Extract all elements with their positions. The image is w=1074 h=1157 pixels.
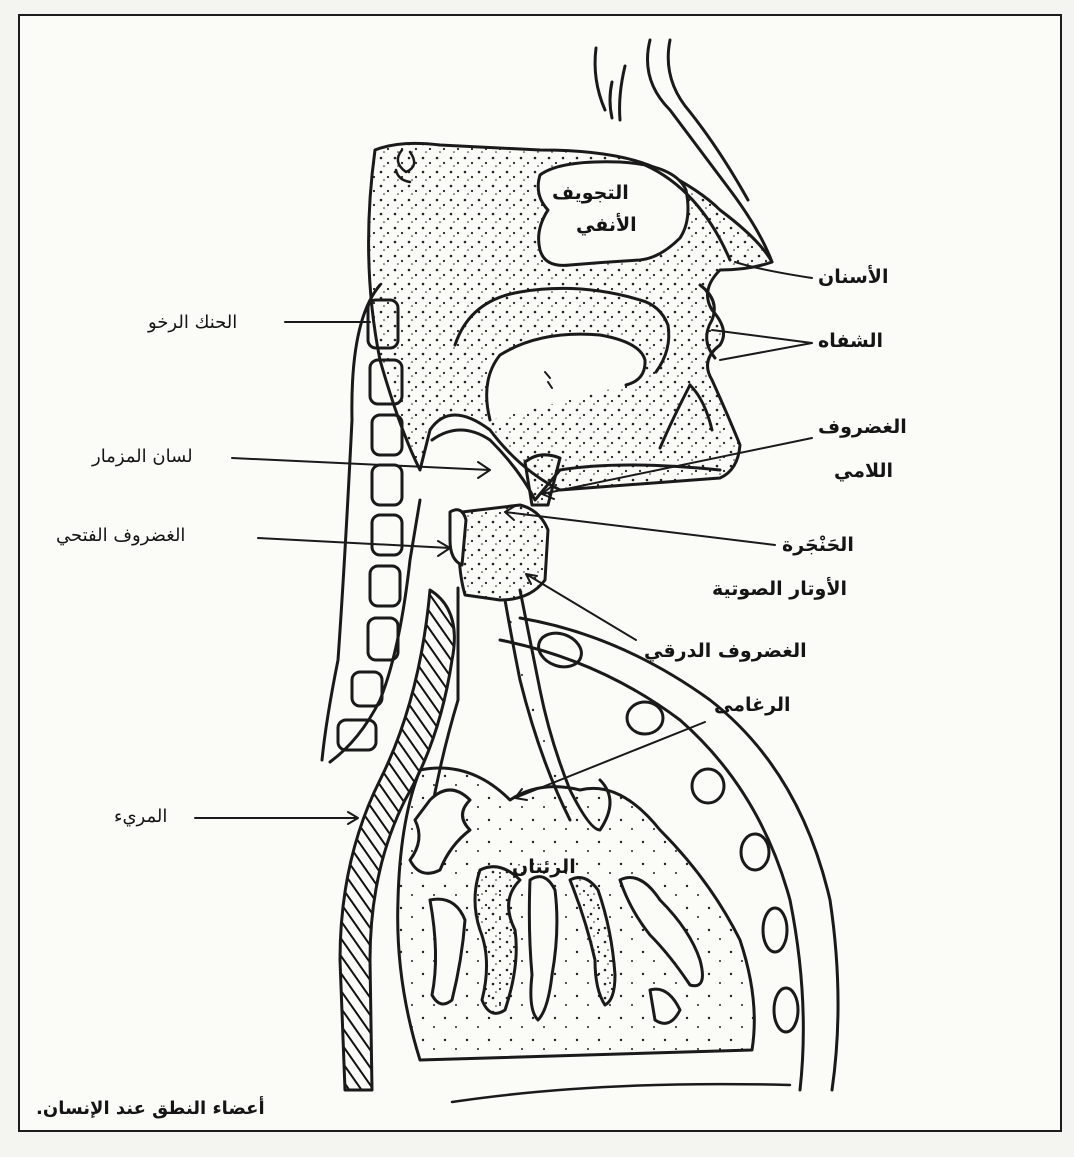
- chest-base: [452, 1084, 790, 1102]
- figure-caption: أعضاء النطق عند الإنسان.: [36, 1098, 265, 1119]
- label-hyoid-1: الغضروف: [818, 416, 907, 438]
- label-thyroid: الغضروف الدرقي: [644, 640, 807, 662]
- label-larynx: الحَنْجَرة: [782, 534, 854, 556]
- label-vocal-cords: الأوتار الصوتية: [712, 578, 847, 600]
- hyoid-region: [525, 455, 560, 505]
- label-soft-palate: الحنك الرخو: [148, 312, 237, 333]
- label-hyoid-2: اللامي: [834, 460, 893, 482]
- label-epiglottis: لسان المزمار: [92, 446, 193, 467]
- label-nasal-cavity-1: التجويف: [552, 182, 629, 204]
- label-lips: الشفاه: [818, 330, 883, 352]
- label-teeth: الأسنان: [818, 266, 888, 288]
- label-esophagus: المريء: [114, 806, 167, 827]
- larynx-body: [459, 505, 548, 600]
- label-arytenoid: الغضروف الفتحي: [56, 525, 185, 546]
- label-trachea: الرغامى: [714, 694, 791, 716]
- arytenoid-shape: [450, 510, 466, 565]
- label-lungs: الرئتان: [512, 856, 576, 878]
- label-nasal-cavity-2: الأنفي: [576, 214, 637, 236]
